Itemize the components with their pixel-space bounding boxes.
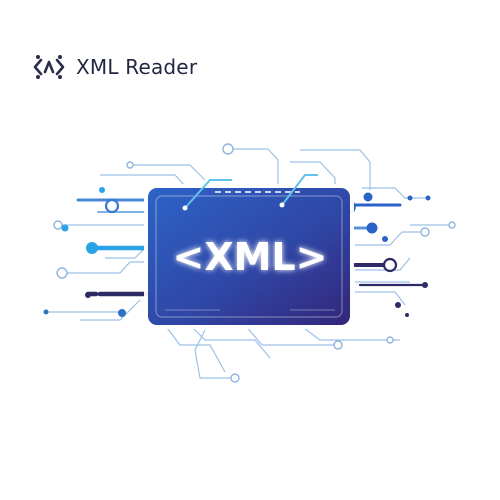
circuit-traces-light	[45, 148, 452, 379]
code-tag-icon	[33, 55, 65, 79]
brand-header: XML Reader	[32, 52, 197, 82]
xml-badge-text: <XML>	[172, 235, 327, 279]
circuit-nodes-light	[53, 143, 456, 383]
xml-chip: <XML>	[144, 174, 354, 329]
app-title: XML Reader	[76, 55, 198, 79]
